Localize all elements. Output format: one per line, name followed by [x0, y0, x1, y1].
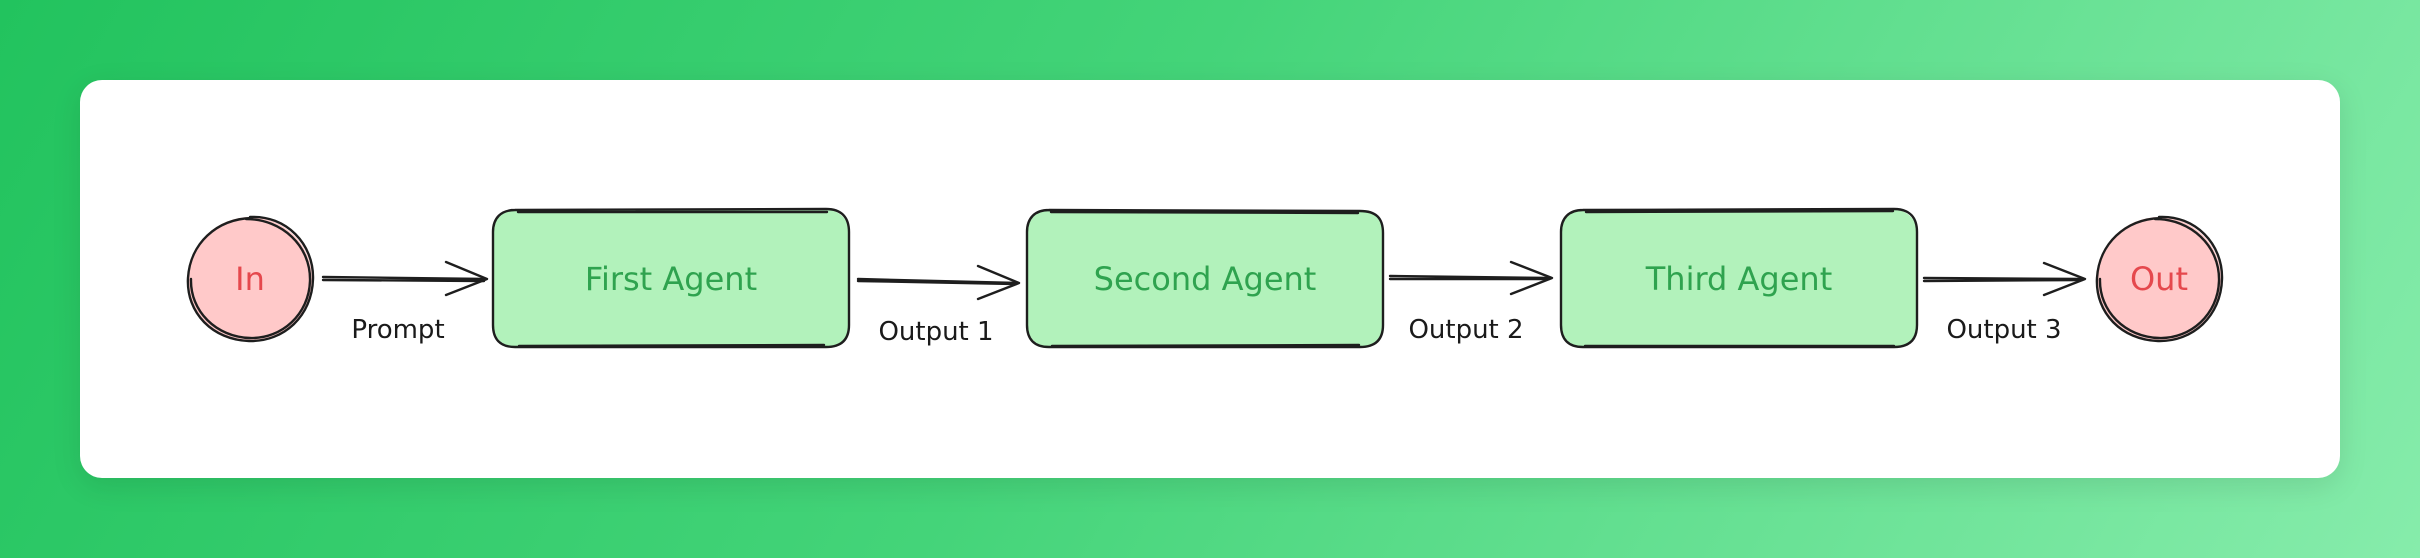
- edge-prompt-label: Prompt: [351, 315, 444, 345]
- edge-output3-line: [1922, 276, 2085, 283]
- node-first-agent-label: First Agent: [585, 260, 757, 298]
- node-first-agent: First Agent: [491, 207, 851, 349]
- node-out-outline: [2095, 215, 2224, 343]
- node-second-agent: Second Agent: [1025, 208, 1385, 349]
- node-out-label: Out: [2130, 260, 2188, 298]
- node-first-agent-outline: [491, 207, 851, 349]
- edge-output2-arrowhead: [1509, 260, 1554, 296]
- node-third-agent-label: Third Agent: [1645, 260, 1833, 298]
- edge-output1: Output 1: [856, 264, 1021, 347]
- edge-prompt-arrowhead: [444, 260, 489, 297]
- edge-output1-line: [856, 277, 1020, 286]
- edge-prompt-line: [321, 275, 487, 283]
- edge-output1-label: Output 1: [878, 317, 993, 347]
- node-first-agent-outline-2: [516, 210, 829, 348]
- edge-output2: Output 2: [1388, 260, 1554, 345]
- edge-output1-arrowhead: [976, 264, 1021, 301]
- node-second-agent-outline: [1025, 208, 1385, 349]
- edge-output3-arrowhead: [2042, 261, 2087, 297]
- edge-output3: Output 3: [1922, 261, 2087, 345]
- node-in: In: [186, 215, 315, 343]
- node-out-outline-2: [2098, 217, 2221, 340]
- node-second-agent-label: Second Agent: [1094, 260, 1317, 298]
- node-second-agent-outline-2: [1049, 210, 1361, 348]
- edge-output2-line: [1388, 274, 1552, 281]
- node-out: Out: [2095, 215, 2224, 343]
- node-in-outline-2: [189, 217, 312, 340]
- edge-prompt: Prompt: [321, 260, 489, 345]
- node-in-outline: [186, 215, 315, 343]
- node-third-agent-outline-2: [1583, 209, 1896, 348]
- node-third-agent: Third Agent: [1559, 207, 1919, 349]
- node-in-label: In: [235, 260, 265, 298]
- edge-output2-label: Output 2: [1408, 315, 1523, 345]
- edge-output3-label: Output 3: [1946, 315, 2061, 345]
